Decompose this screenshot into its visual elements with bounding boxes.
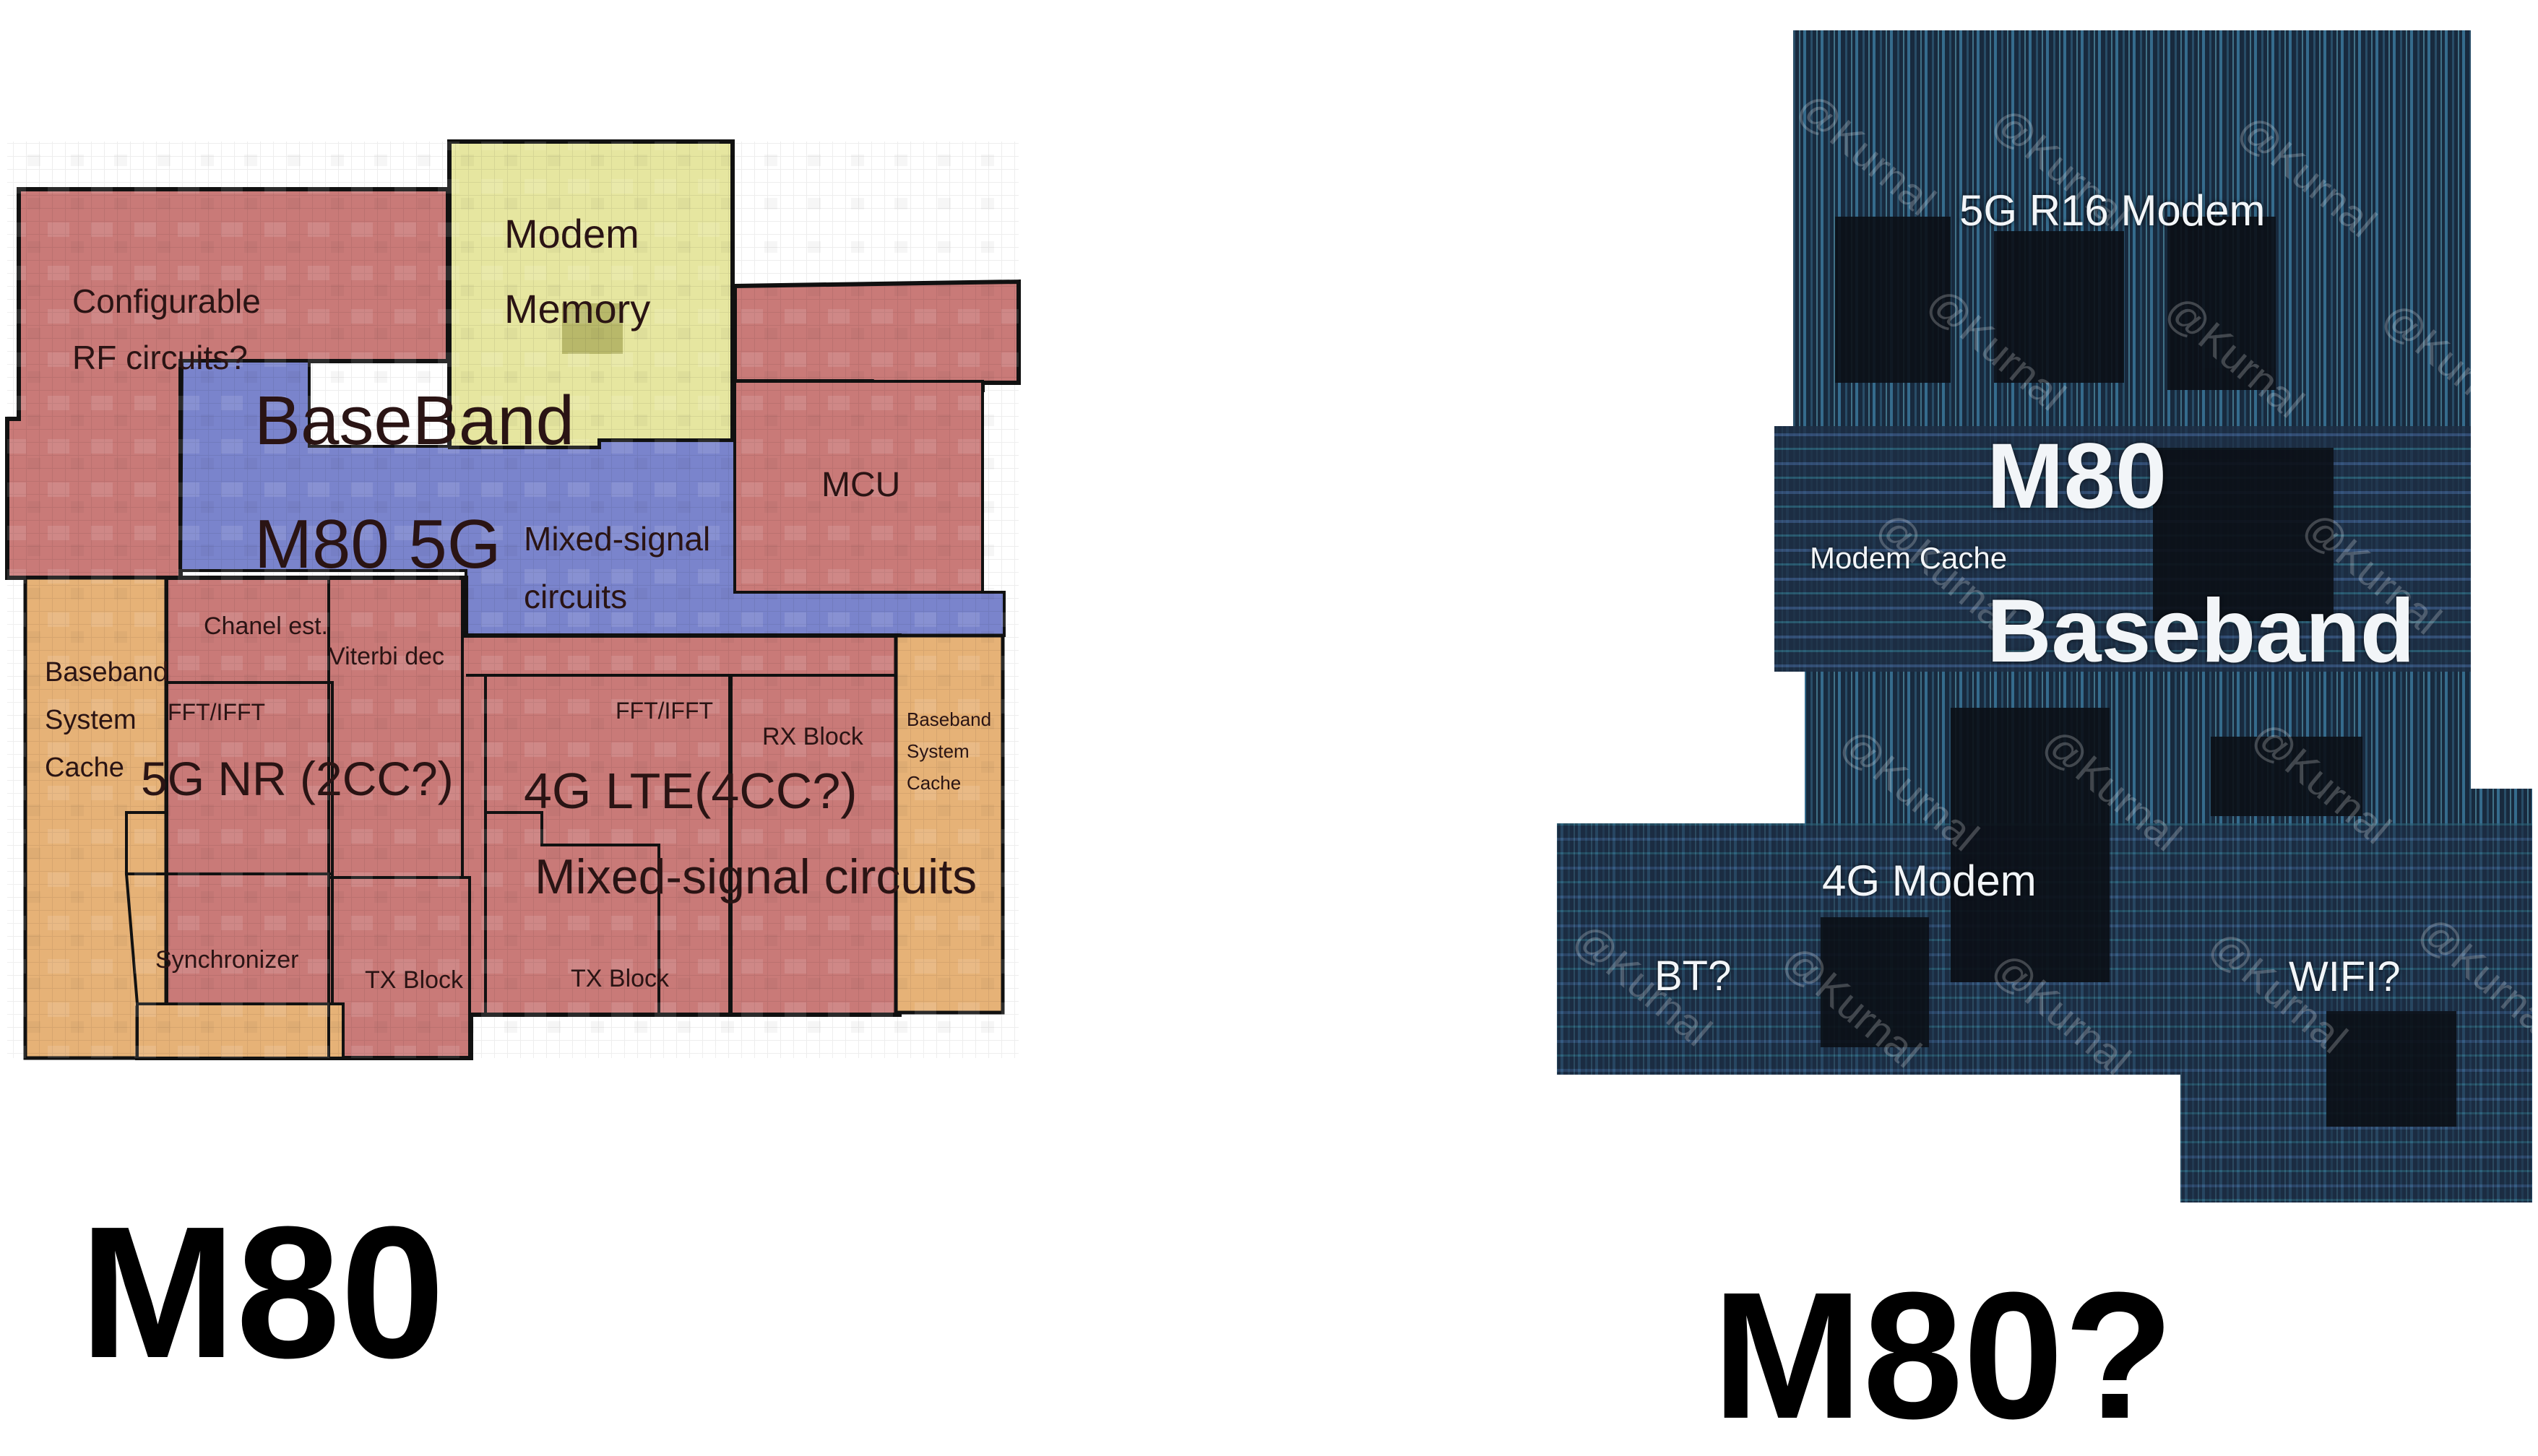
die-photograph [1557, 30, 2532, 1202]
modem-memory-label: Modem Memory [504, 211, 651, 332]
5g-r16-modem-label: 5G R16 Modem [1959, 186, 2266, 235]
modem-cache-label: Modem Cache [1810, 541, 2008, 575]
annotated-die-map [5, 139, 1021, 1060]
4g-modem-label: 4G Modem [1822, 857, 2037, 905]
chanel-est-label: Chanel est. [204, 612, 328, 640]
mixed-signal-bottom-label: Mixed-signal circuits [535, 849, 977, 904]
mixed-signal-top-label: Mixed-signal circuits [524, 520, 711, 615]
comparison-figure: Configurable RF circuits? Modem Memory B… [5, 30, 2532, 1446]
baseband-system-cache-right-label: Baseband System Cache [907, 708, 992, 794]
left-caption: M80 [79, 1188, 445, 1398]
configurable-rf-label: Configurable RF circuits? [72, 282, 261, 376]
dark-blocks [1821, 217, 2456, 1127]
rx-block-label: RX Block [762, 723, 863, 750]
baseband-system-cache-left-label: Baseband System Cache [45, 657, 169, 783]
m80-5g-label: M80 5G [254, 506, 501, 583]
right-caption: M80? [1712, 1254, 2175, 1456]
bt-label: BT? [1654, 953, 1732, 1000]
tx-block-left-label: TX Block [365, 966, 464, 994]
synchronizer-label: Synchronizer [155, 946, 299, 974]
m80-label: M80 [1987, 425, 2167, 528]
viterbi-dec-label: Viterbi dec [329, 643, 445, 670]
5g-nr-label: 5G NR (2CC?) [141, 752, 454, 805]
baseband-label: Baseband [1987, 581, 2415, 681]
tx-block-right-label: TX Block [571, 965, 670, 992]
fft-ifft-left-label: FFT/IFFT [168, 699, 266, 725]
wifi-label: WIFI? [2289, 953, 2401, 1000]
4g-lte-label: 4G LTE(4CC?) [524, 763, 858, 819]
baseband-title-label: BaseBand [254, 382, 575, 459]
fft-ifft-right-label: FFT/IFFT [616, 698, 714, 724]
mcu-label: MCU [821, 466, 901, 504]
